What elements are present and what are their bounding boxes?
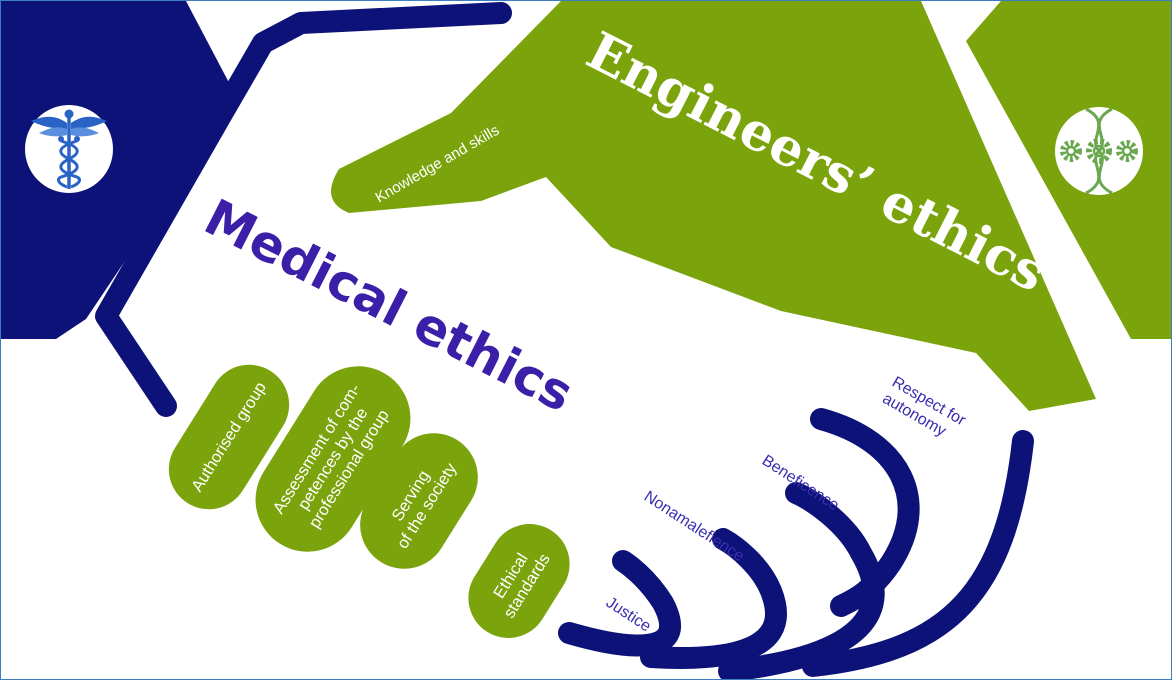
finger-text-3: Respect forautonomy: [880, 374, 969, 446]
finger-nonamalefience: [640, 528, 787, 669]
finger-justice: [558, 550, 681, 657]
pill-serving-society: Servingof the society: [360, 433, 478, 569]
medical-sleeve: [1, 1, 236, 339]
label-respect-autonomy: Respect forautonomy: [880, 374, 969, 446]
fingers.1-line: Nonamalefience: [641, 488, 747, 565]
pill-ethical-standards: Ethicalstandards: [468, 524, 570, 638]
caduceus-icon: [25, 105, 113, 193]
fingers.0-line: Justice: [603, 594, 654, 635]
gears-dna-icon: [1055, 107, 1143, 195]
pill-assessment: Assessment of com-petences by theprofess…: [255, 366, 411, 552]
label-justice: Justice: [603, 594, 654, 635]
engineering-hand: [331, 1, 1096, 411]
finger-text-0: Justice: [603, 594, 654, 635]
finger-respect-autonomy: [802, 408, 1034, 677]
finger-text-1: Nonamalefience: [641, 488, 747, 565]
label-nonamalefience: Nonamalefience: [641, 488, 747, 565]
medical-hand-outline: [95, 2, 512, 417]
